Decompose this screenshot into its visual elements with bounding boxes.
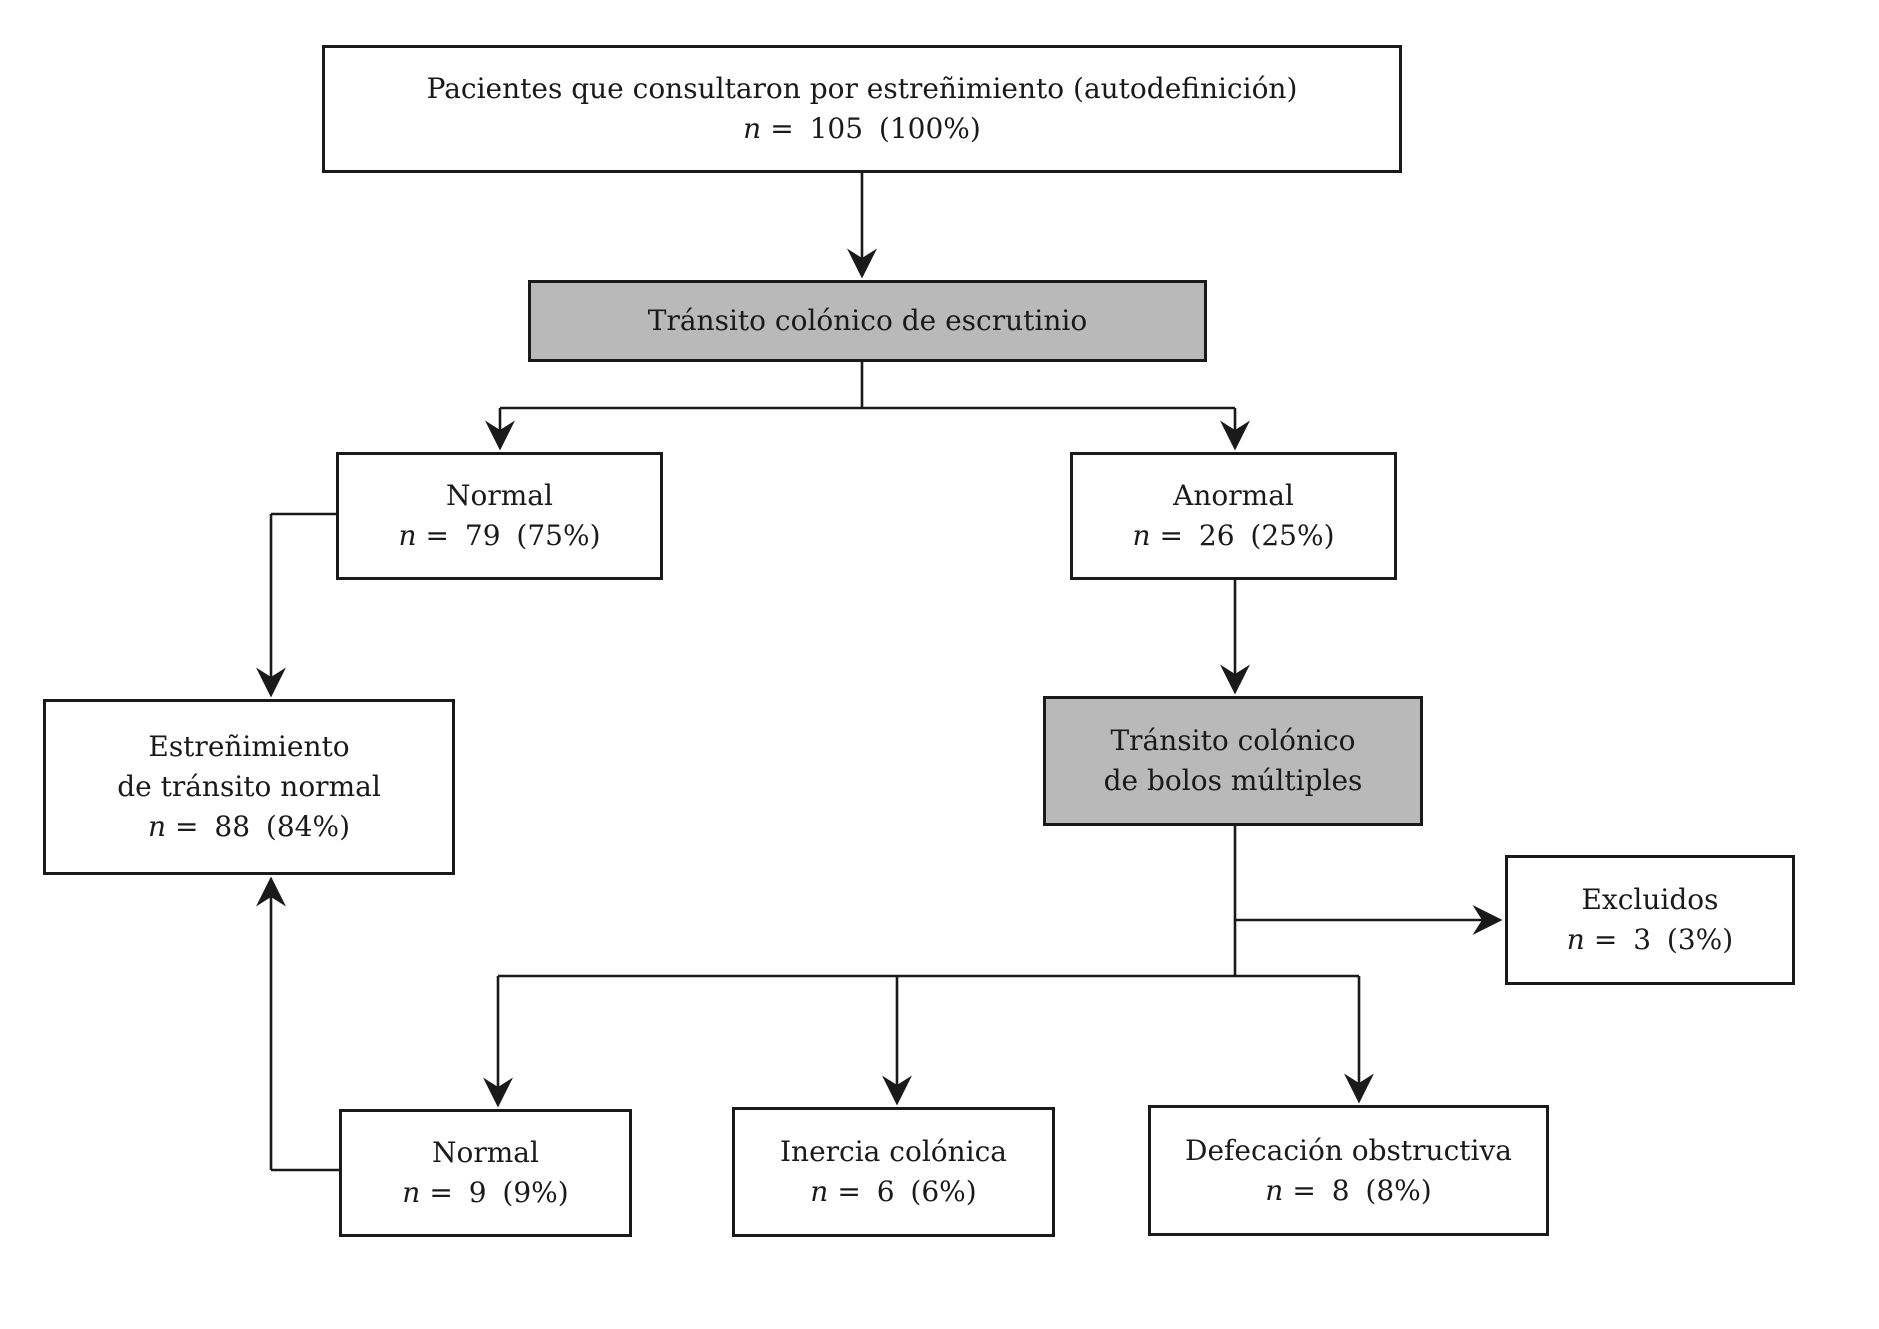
node-normal-screen-label: Normal: [446, 479, 553, 513]
node-inercia-stat: n= 6 (6%): [810, 1172, 976, 1212]
stat-value: = 6 (6%): [837, 1175, 977, 1208]
node-excluidos-stat: n= 3 (3%): [1567, 920, 1733, 960]
node-bolos-label-line1: Tránsito colónico: [1110, 724, 1356, 758]
stat-value: = 8 (8%): [1292, 1173, 1432, 1207]
node-patients: Pacientes que consultaron por estreñimie…: [322, 45, 1402, 173]
node-inercia: Inercia colónica n= 6 (6%): [732, 1107, 1055, 1237]
stat-value: = 79 (75%): [425, 519, 601, 552]
node-excluidos-label: Excluidos: [1581, 883, 1719, 917]
stat-value: = 26 (25%): [1159, 519, 1335, 552]
stat-variable: n: [743, 112, 762, 145]
node-inercia-label: Inercia colónica: [780, 1135, 1007, 1169]
stat-variable: n: [1132, 519, 1151, 552]
node-escrutinio: Tránsito colónico de escrutinio: [528, 280, 1207, 362]
node-bolos: Tránsito colónico de bolos múltiples: [1043, 696, 1423, 826]
node-patients-label: Pacientes que consultaron por estreñimie…: [426, 72, 1298, 106]
stat-variable: n: [1265, 1173, 1284, 1207]
stat-variable: n: [810, 1175, 829, 1208]
node-defecacion: Defecación obstructiva n= 8 (8%): [1148, 1105, 1549, 1236]
node-normal-screen: Normal n= 79 (75%): [336, 452, 663, 580]
node-normal-bolos-stat: n= 9 (9%): [402, 1173, 568, 1213]
node-excluidos: Excluidos n= 3 (3%): [1505, 855, 1795, 985]
node-estrenimiento-stat: n= 88 (84%): [148, 807, 350, 847]
stat-value: = 88 (84%): [175, 809, 351, 843]
node-bolos-label-line2: de bolos múltiples: [1103, 764, 1363, 797]
stat-value: = 3 (3%): [1593, 923, 1734, 956]
node-anormal: Anormal n= 26 (25%): [1070, 452, 1397, 580]
node-normal-bolos: Normal n= 9 (9%): [339, 1109, 632, 1237]
stat-variable: n: [402, 1176, 421, 1209]
stat-variable: n: [147, 809, 167, 843]
node-defecacion-label: Defecación obstructiva: [1185, 1133, 1512, 1167]
node-normal-bolos-label: Normal: [432, 1136, 539, 1170]
stat-variable: n: [1566, 923, 1585, 956]
stat-variable: n: [398, 519, 417, 552]
node-estrenimiento: Estreñimiento de tránsito normal n= 88 (…: [43, 699, 455, 875]
stat-value: = 9 (9%): [429, 1176, 569, 1209]
node-anormal-stat: n= 26 (25%): [1132, 516, 1334, 556]
node-patients-stat: n= 105 (100%): [743, 109, 981, 149]
node-estrenimiento-label-line1: Estreñimiento: [148, 730, 350, 764]
node-escrutinio-label: Tránsito colónico de escrutinio: [647, 304, 1088, 338]
stat-value: = 105 (100%): [770, 112, 981, 145]
node-defecacion-stat: n= 8 (8%): [1265, 1171, 1431, 1211]
node-normal-screen-stat: n= 79 (75%): [398, 516, 600, 556]
node-anormal-label: Anormal: [1173, 479, 1294, 513]
node-estrenimiento-label-line2: de tránsito normal: [117, 770, 381, 804]
